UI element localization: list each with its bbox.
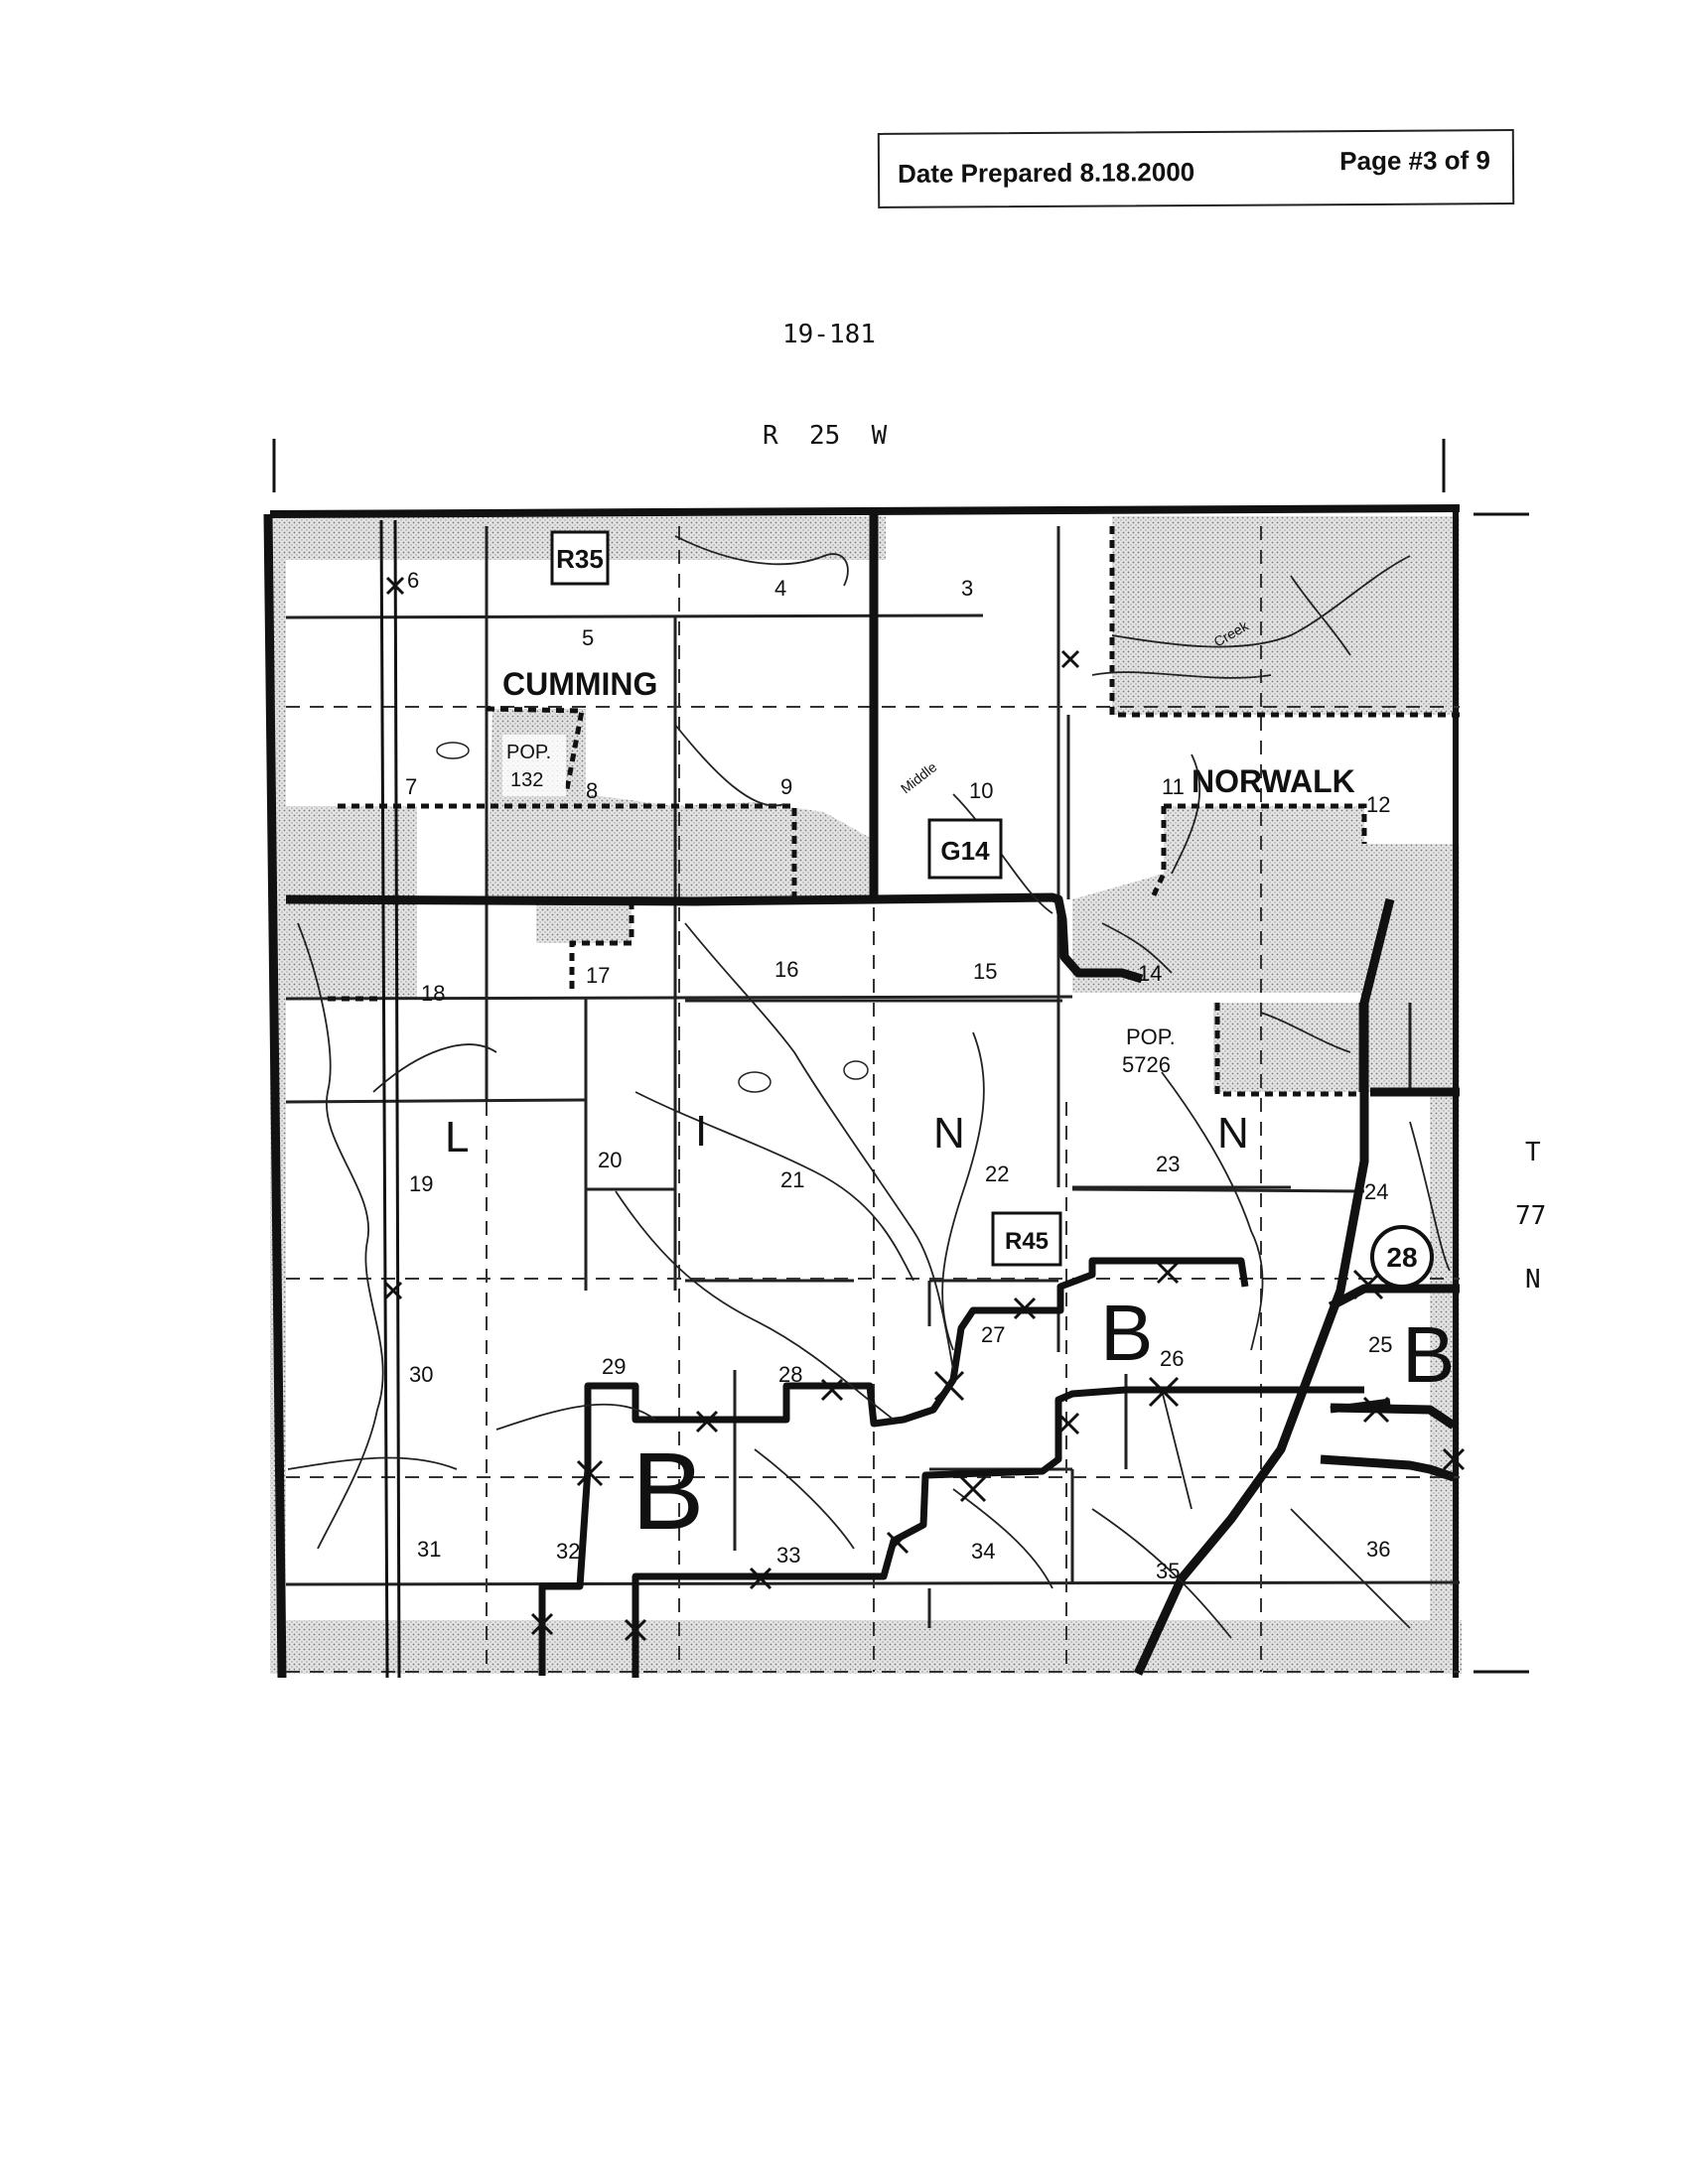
- section-17: 17: [586, 963, 610, 988]
- section-8: 8: [586, 778, 598, 803]
- section-3: 3: [961, 576, 973, 601]
- district-letter-l: L: [445, 1113, 469, 1161]
- town-norwalk: NORWALK: [1192, 763, 1355, 799]
- norwalk-pop-label: POP.: [1126, 1024, 1176, 1049]
- hwy28-label: 28: [1386, 1242, 1417, 1273]
- section-14: 14: [1138, 961, 1162, 986]
- section-15: 15: [973, 959, 997, 984]
- section-26: 26: [1160, 1346, 1184, 1371]
- section-10: 10: [969, 778, 993, 803]
- section-12: 12: [1366, 792, 1390, 817]
- section-32: 32: [556, 1539, 580, 1564]
- cumming-pop-bg: [502, 735, 566, 796]
- section-36: 36: [1366, 1537, 1390, 1562]
- section-29: 29: [602, 1354, 626, 1379]
- r45-label: R45: [1005, 1228, 1049, 1255]
- section-4: 4: [774, 576, 786, 601]
- section-20: 20: [598, 1148, 622, 1172]
- section-30: 30: [409, 1362, 433, 1387]
- road-shield-r45: R45: [991, 1211, 1062, 1267]
- section-7: 7: [405, 774, 417, 799]
- section-33: 33: [776, 1543, 800, 1568]
- streams: [287, 535, 1451, 1639]
- section-25: 25: [1368, 1332, 1392, 1357]
- section-24: 24: [1364, 1179, 1388, 1204]
- district-letter-n-2: N: [1217, 1109, 1249, 1158]
- section-6: 6: [407, 568, 419, 593]
- district-letter-b-1: B: [1100, 1289, 1153, 1377]
- section-28: 28: [778, 1362, 802, 1387]
- section-27: 27: [981, 1322, 1005, 1347]
- section-19: 19: [409, 1171, 433, 1196]
- range-label: R 25 W: [763, 421, 888, 451]
- section-5: 5: [582, 625, 594, 650]
- g14-label: G14: [940, 836, 990, 866]
- road-shield-g14: G14: [927, 818, 1003, 880]
- left-highway: [379, 519, 401, 1679]
- creek-label-middle: Middle: [898, 758, 940, 796]
- r35-label: R35: [556, 544, 604, 574]
- town-cumming: CUMMING: [502, 666, 657, 702]
- district-letter-b-3: B: [632, 1431, 704, 1553]
- ponds: [436, 742, 869, 1093]
- section-numbers: 6 5 4 3 7 8 9 10 11 12 18 17 16 15 14 19…: [405, 568, 1392, 1583]
- section-18: 18: [421, 981, 445, 1006]
- road-grid: [285, 526, 1461, 1628]
- norwalk-pop-value: 5726: [1122, 1052, 1171, 1077]
- road-shield-r35: R35: [550, 530, 610, 586]
- district-boundary: [538, 1257, 1391, 1678]
- section-11: 11: [1162, 774, 1185, 799]
- district-letter-n-1: N: [933, 1109, 965, 1158]
- section-23: 23: [1156, 1152, 1180, 1176]
- cumming-pop-label: POP.: [506, 742, 551, 763]
- district-letter-b-2: B: [1402, 1310, 1455, 1399]
- section-9: 9: [780, 774, 792, 799]
- section-35: 35: [1156, 1559, 1180, 1583]
- section-34: 34: [971, 1539, 995, 1564]
- section-16: 16: [774, 957, 798, 982]
- section-31: 31: [417, 1537, 441, 1562]
- section-22: 22: [985, 1161, 1009, 1186]
- township-number: 77: [1515, 1201, 1547, 1231]
- road-shield-28: 28: [1370, 1225, 1434, 1289]
- crossings: [383, 576, 1466, 1642]
- township-direction: N: [1525, 1265, 1541, 1295]
- cumming-pop-value: 132: [510, 769, 543, 791]
- section-21: 21: [780, 1167, 804, 1192]
- map-id: 19-181: [782, 320, 876, 349]
- township-letter: T: [1525, 1138, 1541, 1167]
- district-letter-i: I: [695, 1107, 707, 1156]
- town-boundaries: [328, 526, 1460, 1097]
